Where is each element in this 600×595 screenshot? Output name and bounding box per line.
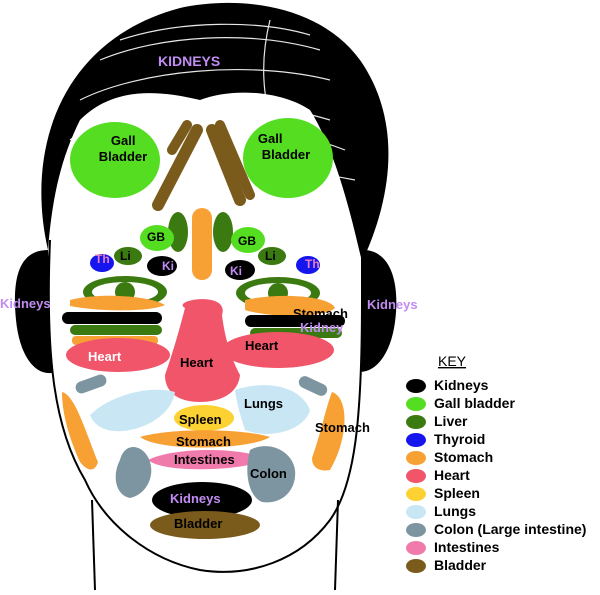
key-label: Bladder: [434, 557, 487, 573]
label-bladder-chin: Bladder: [174, 516, 222, 531]
colon-upper-left: [75, 374, 107, 394]
key-label: Intestines: [434, 539, 500, 555]
stomach-under-eye-left: [70, 295, 165, 311]
thyroid-right: [296, 256, 320, 274]
stomach-nose-bridge: [192, 208, 212, 280]
liver-right-brow: [213, 212, 233, 252]
left-ear: [14, 250, 56, 374]
ki-small-right: [225, 260, 255, 280]
colon-upper-right: [298, 376, 328, 396]
label-kidney-cheek-right: Kidney: [300, 320, 344, 335]
label-forehead-kidneys: KIDNEYS: [158, 53, 220, 69]
heart-nose: [165, 299, 240, 402]
label-ki-left: Ki: [162, 259, 174, 273]
bladder-line-1: [152, 124, 203, 211]
key-label: Spleen: [434, 485, 480, 501]
key-label: Kidneys: [434, 377, 489, 393]
neck-left: [91, 499, 96, 591]
key-label: Thyroid: [434, 431, 485, 447]
key-label: Stomach: [434, 449, 493, 465]
li-small-left: [114, 247, 142, 265]
label-lungs: Lungs: [244, 396, 283, 411]
intestines-area: [148, 449, 265, 470]
gb-small-left: [140, 225, 174, 251]
kidneys-under-eye-left: [62, 312, 162, 324]
heart-right-cheek: [222, 332, 334, 368]
label-heart-right: Heart: [245, 338, 279, 353]
liver-under-eye-left: [70, 325, 162, 335]
heart-left-cheek: [66, 338, 170, 372]
lungs-left: [90, 389, 175, 432]
gall-bladder-left-forehead: [70, 122, 160, 198]
key-swatch: [406, 379, 426, 393]
colon-left: [115, 447, 152, 498]
label-stomach-center: Stomach: [176, 434, 231, 449]
li-small-right: [258, 247, 286, 265]
label-gb-right-forehead: Gall Bladder: [258, 131, 310, 162]
key-label: Colon (Large intestine): [434, 521, 586, 537]
thyroid-left: [90, 254, 114, 272]
label-heart-left: Heart: [88, 349, 122, 364]
key-label: Liver: [434, 413, 468, 429]
label-kidneys-chin: Kidneys: [170, 491, 221, 506]
colon-right: [247, 446, 296, 503]
hair: [41, 2, 389, 262]
bladder-line-4: [215, 120, 255, 200]
key-label: Lungs: [434, 503, 476, 519]
label-li-left: Li: [120, 249, 131, 263]
label-th-left: Th: [95, 252, 110, 266]
key-swatch: [406, 433, 426, 447]
bladder-line-3: [167, 120, 192, 155]
label-th-right: Th: [305, 257, 320, 271]
label-gb-left-forehead: Gall Bladder: [99, 133, 147, 164]
key-swatch: [406, 397, 426, 411]
label-heart-center: Heart: [180, 355, 214, 370]
label-colon: Colon: [250, 466, 287, 481]
stomach-under-eye-right: [245, 295, 335, 316]
label-spleen: Spleen: [179, 412, 222, 427]
key-swatch: [406, 523, 426, 537]
label-stomach-cheek-right: Stomach: [293, 306, 348, 321]
bladder-line-2: [206, 124, 246, 206]
right-ear: [352, 249, 397, 372]
key-swatch: [406, 487, 426, 501]
key-swatch: [406, 415, 426, 429]
key-swatch: [406, 559, 426, 573]
key-label: Heart: [434, 467, 470, 483]
neck-right: [334, 499, 339, 591]
key-swatch: [406, 541, 426, 555]
key-swatch: [406, 451, 426, 465]
key-title: KEY: [438, 353, 467, 369]
label-kidneys-right: Kidneys: [367, 297, 418, 312]
stomach-jaw-right: [312, 392, 345, 471]
label-gb-small-right: GB: [238, 234, 256, 248]
key-label: Gall bladder: [434, 395, 515, 411]
label-gb-small-left: GB: [147, 230, 165, 244]
ki-small-left: [147, 256, 177, 276]
key-swatch: [406, 469, 426, 483]
kidneys-under-eye-right: [245, 315, 345, 327]
stomach-center: [140, 430, 270, 448]
key-swatch: [406, 505, 426, 519]
label-li-right: Li: [265, 249, 276, 263]
label-stomach-jaw-right: Stomach: [315, 420, 370, 435]
spleen-area: [174, 405, 234, 431]
label-kidneys-left: Kidneys: [0, 296, 51, 311]
gall-bladder-right-forehead: [243, 118, 333, 198]
bladder-chin: [150, 511, 260, 539]
label-ki-right: Ki: [230, 264, 242, 278]
lungs-right: [235, 385, 310, 434]
kidneys-chin: [152, 482, 252, 518]
label-intestines: Intestines: [174, 452, 235, 467]
gb-small-right: [231, 227, 265, 253]
stomach-jaw-left: [62, 392, 98, 470]
